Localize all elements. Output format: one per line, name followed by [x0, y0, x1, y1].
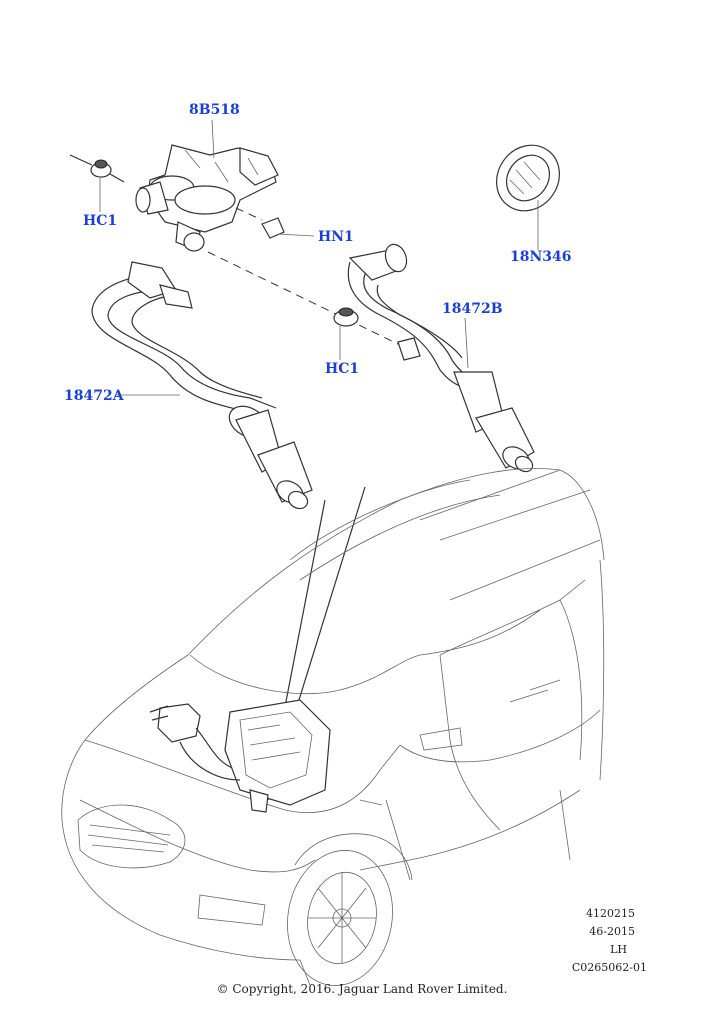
leader-hn1 [277, 233, 315, 237]
assembly-centerline [207, 251, 401, 346]
callout-18472b[interactable]: 18472B [442, 301, 503, 317]
heater-hose-b [347, 243, 535, 473]
callout-8b518[interactable]: 8B518 [189, 102, 240, 118]
ref-line-2: 46-2015 [589, 925, 635, 938]
hose-clip-center [333, 307, 359, 327]
hose-clip-left [69, 154, 125, 183]
callout-18n346[interactable]: 18N346 [510, 249, 572, 265]
vehicle-outline [61, 468, 605, 986]
callout-hn1[interactable]: HN1 [318, 229, 354, 245]
hvac-module-in-vehicle [149, 699, 331, 813]
leader-18472b [464, 317, 469, 369]
ref-line-1: 4120215 [586, 907, 635, 920]
heater-hose-a [91, 261, 313, 510]
copyright-notice: © Copyright, 2016. Jaguar Land Rover Lim… [216, 982, 508, 996]
callout-hc1-left[interactable]: HC1 [83, 213, 118, 229]
ref-line-3: LH [610, 943, 627, 956]
callout-18472a[interactable]: 18472A [64, 388, 124, 404]
electric-water-pump [135, 144, 279, 252]
leader-8b518 [211, 119, 215, 159]
callout-hc1-center[interactable]: HC1 [325, 361, 360, 377]
ref-line-4: C0265062-01 [571, 961, 647, 974]
grommet-part [496, 144, 560, 212]
nut-part [235, 207, 285, 239]
